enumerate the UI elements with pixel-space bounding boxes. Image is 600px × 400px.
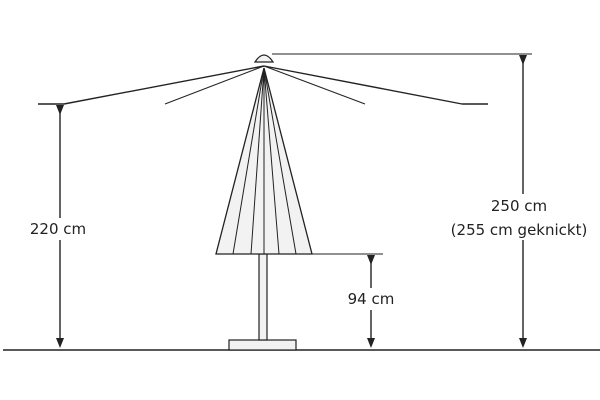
- open-canopy: [38, 65, 488, 105]
- umbrella-base: [228, 339, 297, 351]
- total-height-tilted-label: (255 cm geknickt): [451, 221, 588, 239]
- canopy-height-label-bg: [24, 218, 96, 240]
- umbrella-pole: [258, 253, 268, 341]
- closed-bottom-height-label: 94 cm: [348, 290, 395, 308]
- canopy-height-label: 220 cm: [30, 220, 86, 238]
- umbrella-finial: [253, 54, 275, 63]
- total-height-label: 250 cm: [491, 197, 547, 215]
- total-height-label-bg: [436, 194, 600, 240]
- closed-bottom-height-label-bg: [340, 288, 402, 310]
- closed-canopy: [215, 67, 313, 255]
